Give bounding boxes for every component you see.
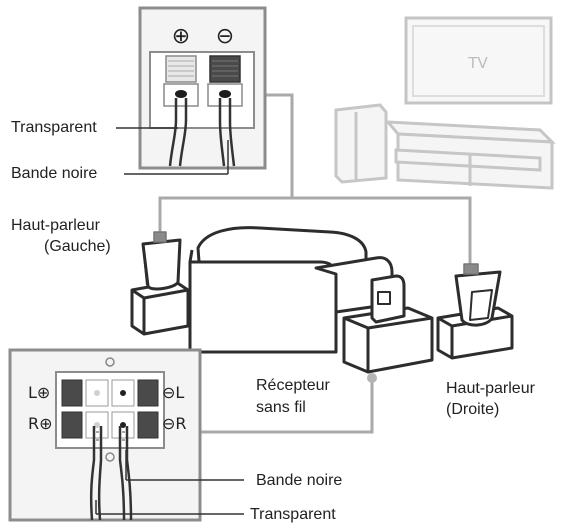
bottom-right-minus-terminal [137, 411, 159, 439]
tv-screen [404, 16, 553, 105]
label-transparent-top: Transparent [11, 119, 97, 136]
bottom-leader-lines [95, 450, 244, 515]
left-speaker-connector [153, 231, 167, 243]
bottom-right-plus-terminal [61, 411, 83, 439]
bottom-left-plus-symbol: L⊕ [28, 383, 50, 402]
bottom-wires [89, 426, 133, 521]
connection-lines [158, 93, 472, 434]
top-minus-terminal [209, 55, 241, 83]
top-minus-symbol: ⊖ [216, 24, 234, 49]
right-speaker [436, 263, 514, 360]
receiver-box [342, 306, 434, 374]
line-receiver-to-bottom-panel [200, 378, 374, 434]
label-sans-fil: sans fil [256, 399, 306, 416]
tv-inner [412, 25, 545, 97]
label-transparent-bottom: Transparent [250, 506, 336, 523]
bottom-left-minus-terminal [137, 379, 159, 407]
bottom-right-plus-symbol: R⊕ [28, 414, 53, 433]
label-haut-parleur-gauche: Haut-parleur [11, 217, 100, 234]
tv-label: TV [467, 54, 488, 72]
top-terminal-panel: ⊕ ⊖ [138, 6, 267, 170]
right-speaker-connector [463, 263, 479, 275]
wireless-receiver [342, 274, 434, 383]
label-droite: (Droite) [446, 401, 500, 418]
label-gauche: (Gauche) [44, 238, 111, 255]
bottom-terminal-panel: L⊕ R⊕ ⊖L ⊖R [8, 348, 202, 522]
sofa-seat [188, 260, 338, 354]
top-plus-symbol: ⊕ [172, 24, 190, 49]
bottom-left-minus-symbol: ⊖L [162, 383, 184, 402]
left-speaker [130, 231, 190, 336]
tv-stand [334, 103, 556, 190]
sofa [188, 226, 394, 354]
tv-set: TV [404, 16, 553, 105]
bottom-left-plus-terminal [61, 379, 83, 407]
label-haut-parleur-droite: Haut-parleur [446, 380, 535, 397]
left-speaker-body [141, 238, 182, 291]
label-bande-noire-bottom: Bande noire [256, 472, 343, 489]
bottom-right-minus-symbol: ⊖R [162, 414, 187, 433]
label-recepteur: Récepteur [256, 377, 330, 394]
subwoofer [334, 103, 388, 184]
top-plus-terminal [165, 55, 197, 83]
stand-front-shelf [394, 148, 542, 172]
label-bande-noire-top: Bande noire [11, 165, 98, 182]
top-wires [168, 98, 236, 167]
line-top-panel-to-left-speaker [158, 196, 292, 236]
top-leader-lines [116, 127, 229, 175]
